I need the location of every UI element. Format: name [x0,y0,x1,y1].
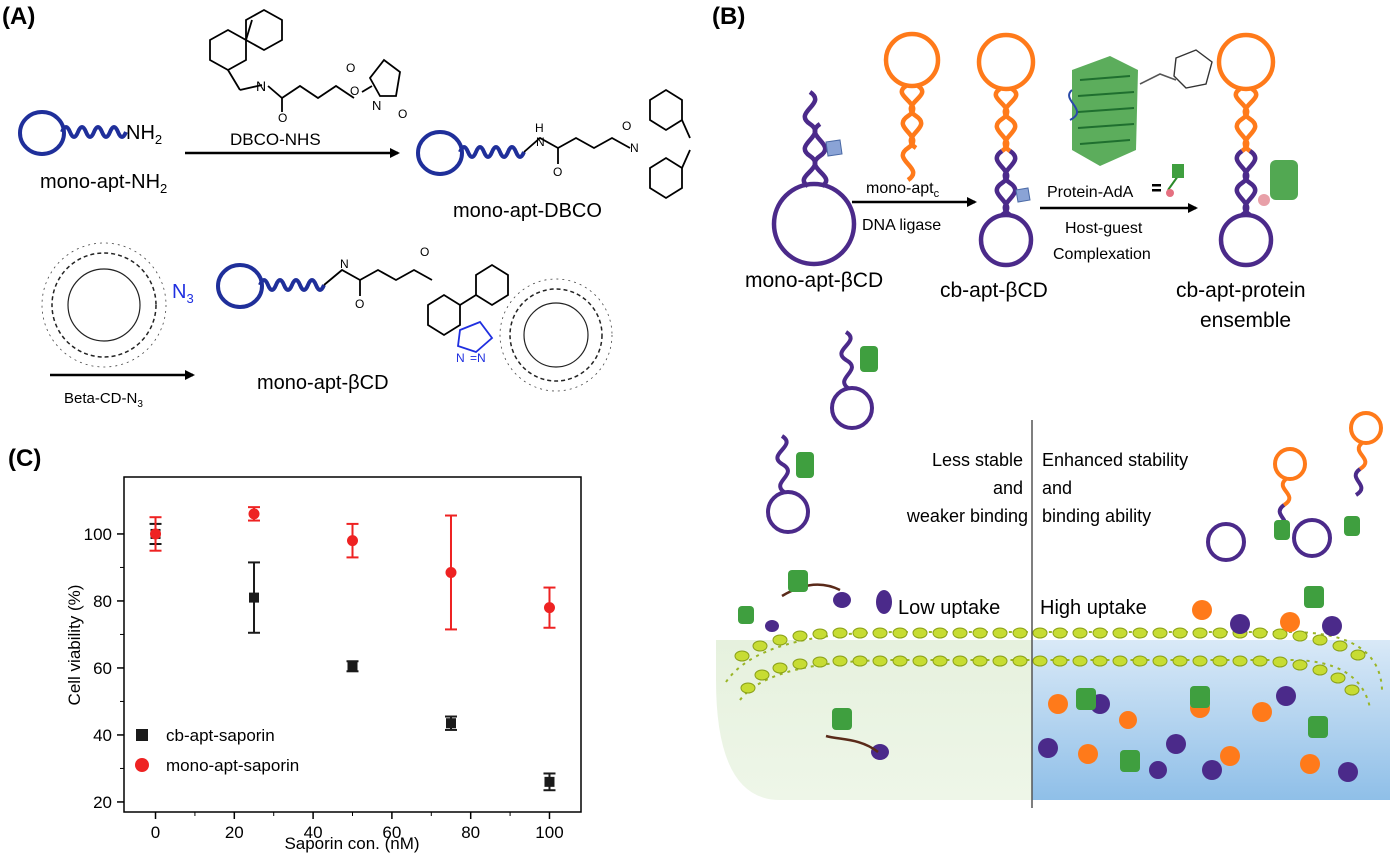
mono-apt-bcd-molecule: N O O N =N [216,245,613,392]
y-tick-label: 80 [93,592,112,611]
data-point-square [445,718,456,729]
data-point-circle [445,566,457,578]
nh2-label: NH2 [126,122,162,147]
legend-label: mono-apt-saporin [166,756,299,775]
mono-apt-dbco-molecule: H N O N O [416,88,691,200]
mono-apt-dbco-label: mono-apt-DBCO [453,200,602,222]
y-tick-label: 60 [93,659,112,678]
data-point-circle [347,535,358,547]
complexation-label: Complexation [1053,246,1151,263]
svg-text:N: N [456,351,465,365]
panel-c: (C) 0 20 40 60 80 100 20 40 60 80 100 cb-apt-sapori… [8,445,582,853]
ensemble-label-line2: ensemble [1200,309,1291,332]
y-axis-title: Cell viability (%) [65,585,84,706]
x-tick-label: 20 [225,823,244,842]
mono-apt-nh2-label: mono-apt-NH2 [40,171,167,196]
mono-apt-bcd-species [771,90,857,267]
weaker-binding-text: weaker binding [906,506,1028,526]
data-point-square [347,661,358,672]
host-guest-label: Host-guest [1065,220,1143,237]
svg-text:N: N [536,135,545,149]
protein-ada-structure [1068,49,1213,166]
cb-apt-protein-ensemble-species [1216,32,1298,268]
svg-text:O: O [553,165,562,179]
y-tick-label: 40 [93,726,112,745]
legend-marker [135,758,149,772]
panel-b: (B) mono-apt-βCD mono-aptc DNA ligase [712,3,1390,808]
svg-text:O: O [355,297,364,311]
svg-text:N: N [630,141,639,155]
cell-uptake-illustration: Less stable and weaker binding Enhanced … [716,330,1390,808]
svg-text:O: O [346,61,355,75]
high-uptake-text: High uptake [1040,597,1147,619]
mono-apt-nh2-molecule: NH2 [18,110,162,156]
x-tick-label: 100 [535,823,563,842]
svg-text:O: O [278,111,287,125]
cb-apt-bcd-species-label: cb-apt-βCD [940,279,1048,302]
data-point-circle [543,602,555,614]
beta-cd-n3-label: Beta-CD-N3 [64,390,143,410]
mono-apt-bcd-label: mono-apt-βCD [257,372,389,394]
mono-apt-c-strand [883,31,941,182]
panel-c-label: (C) [8,445,41,472]
binding-ability-text: binding ability [1042,506,1151,526]
less-stable-text: Less stable [932,450,1023,470]
svg-text:N: N [256,78,266,94]
svg-text:=N: =N [470,351,486,365]
svg-text:O: O [622,119,631,133]
y-tick-label: 100 [84,525,112,544]
data-point-square [249,592,260,603]
svg-text:N: N [372,98,381,113]
n3-label: N3 [172,281,194,306]
svg-text:H: H [535,121,544,135]
svg-text:N: N [340,257,349,271]
dbco-nhs-label: DBCO-NHS [230,130,321,149]
x-tick-label: 0 [151,823,160,842]
dna-ligase-label: DNA ligase [862,217,941,234]
dbco-nhs-structure: N O O N O O [209,8,407,125]
cb-apt-bcd-species [976,32,1036,268]
data-point-circle [150,528,162,540]
data-point-circle [248,508,260,520]
y-tick-label: 20 [93,793,112,812]
low-uptake-text: Low uptake [898,597,1000,619]
scatter-chart: 0 20 40 60 80 100 20 40 60 80 100 cb-apt-saporin mon… [84,506,564,842]
x-tick-label: 80 [461,823,480,842]
protein-ada-icon [1152,164,1184,197]
and-left-text: and [993,478,1023,498]
data-point-square [544,776,555,787]
legend-marker [136,729,148,741]
protein-ada-label: Protein-AdA [1047,184,1134,201]
x-tick-label: 60 [382,823,401,842]
svg-text:O: O [398,107,407,121]
enhanced-stability-text: Enhanced stability [1042,450,1188,470]
panel-a: (A) N O O N O O NH2 mono-apt-NH2 DB [2,3,691,410]
svg-text:O: O [350,84,359,98]
mono-apt-bcd-species-label: mono-apt-βCD [745,269,883,292]
svg-text:O: O [420,245,429,259]
ensemble-label-line1: cb-apt-protein [1176,279,1306,302]
and-right-text: and [1042,478,1072,498]
beta-cd-n3-structure: N3 [41,242,194,368]
x-axis-title: Saporin con. (nM) [284,834,419,853]
x-tick-label: 40 [304,823,323,842]
panel-b-label: (B) [712,3,745,30]
legend-label: cb-apt-saporin [166,726,275,745]
panel-a-label: (A) [2,3,35,30]
mono-apt-c-label: mono-aptc [866,180,940,200]
